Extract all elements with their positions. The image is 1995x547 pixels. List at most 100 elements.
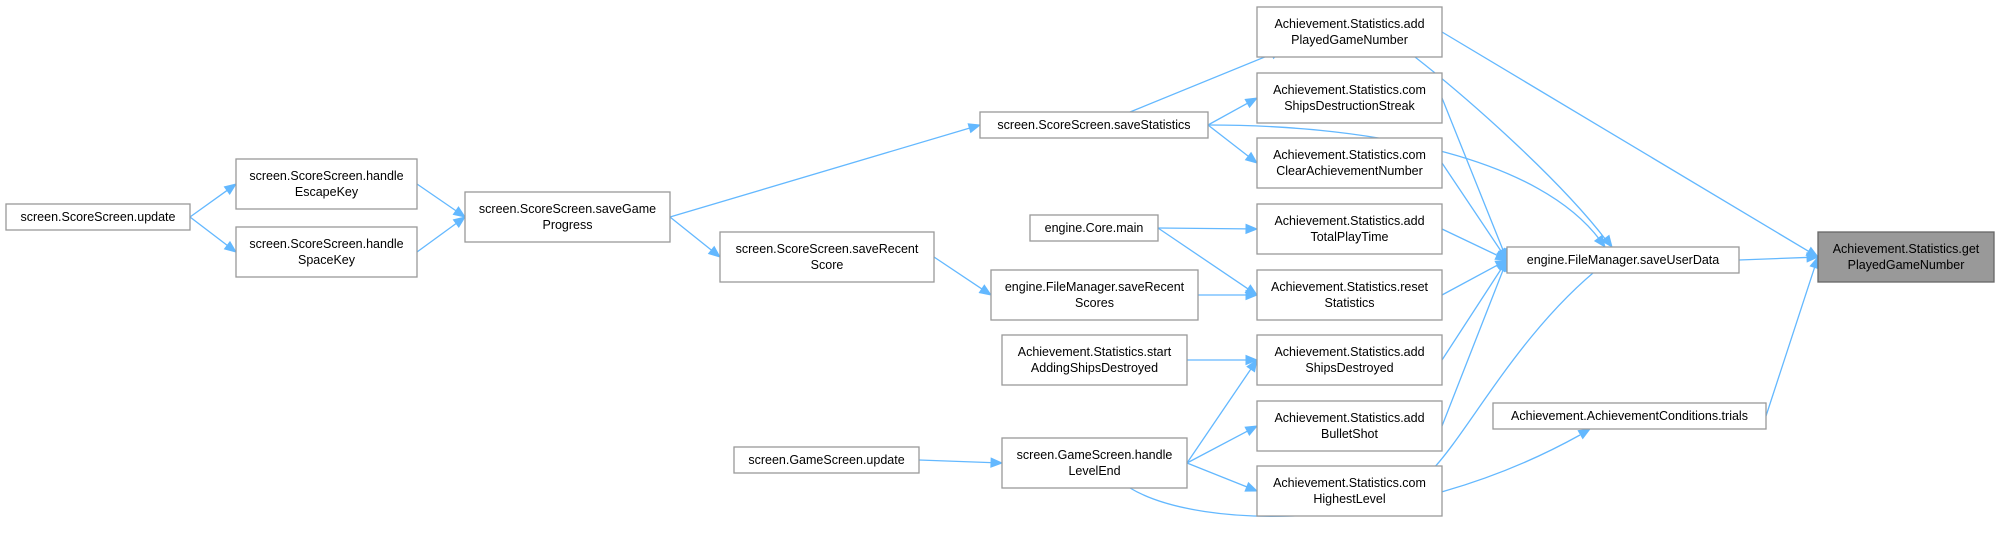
node-label-line: engine.Core.main [1045,221,1144,235]
node-label-line: engine.FileManager.saveUserData [1527,253,1720,267]
node-comShipsDestructionStreak[interactable]: Achievement.Statistics.comShipsDestructi… [1256,72,1443,124]
edge-arrowhead [707,245,722,258]
call-edge [933,256,993,296]
edge-arrowhead [1244,481,1259,492]
node-label-line: screen.GameScreen.update [748,453,904,467]
edge-line [416,222,457,253]
node-label-line: Scores [1075,296,1114,310]
node-gameScreenUpdate[interactable]: screen.GameScreen.update [733,446,920,474]
node-label-line: PlayedGameNumber [1848,258,1965,272]
node-startAddingShipsDestroyed[interactable]: Achievement.Statistics.startAddingShipsD… [1001,334,1188,386]
node-coreMain[interactable]: engine.Core.main [1029,214,1159,242]
node-label-line: Achievement.Statistics.add [1274,17,1424,31]
edge-line [1431,263,1605,471]
call-edge [1441,97,1508,262]
node-label-line: screen.ScoreScreen.update [21,210,176,224]
node-label-line: screen.ScoreScreen.saveStatistics [997,118,1190,132]
edge-arrowhead [1245,354,1259,366]
edge-line [416,183,457,212]
call-edge [1441,258,1508,427]
node-box [990,269,1199,321]
node-label-line: HighestLevel [1313,492,1385,506]
node-label-line: SpaceKey [298,253,356,267]
function-nodes: Achievement.Statistics.getPlayedGameNumb… [5,6,1995,517]
edge-line [1441,228,1498,256]
edge-line [669,216,712,251]
call-edge [1207,124,1606,249]
node-label-line: Achievement.Statistics.add [1274,345,1424,359]
edge-arrowhead [1244,425,1259,437]
node-box [235,158,418,210]
edge-line [1157,227,1247,230]
edge-line [1441,270,1504,427]
call-edge [1186,358,1258,464]
node-label-line: AddingShipsDestroyed [1031,361,1158,375]
node-label-line: Progress [542,218,592,232]
edge-line [1441,264,1498,296]
node-box [1256,269,1443,321]
node-label-line: Score [811,258,844,272]
node-label-line: engine.FileManager.saveRecent [1005,280,1185,294]
edge-arrowhead [452,206,467,218]
node-box [5,203,191,231]
edge-line [1765,267,1816,417]
node-box [1001,437,1188,489]
call-edge [416,216,467,253]
node-label-line: screen.GameScreen.handle [1017,448,1173,462]
node-saveStatistics[interactable]: screen.ScoreScreen.saveStatistics [979,111,1209,139]
node-trials[interactable]: Achievement.AchievementConditions.trials [1492,402,1767,430]
node-box [1001,334,1188,386]
node-getPlayedGameNumber[interactable]: Achievement.Statistics.getPlayedGameNumb… [1817,231,1995,283]
call-edge [1441,228,1509,261]
node-label-line: ClearAchievementNumber [1276,164,1423,178]
node-label-line: EscapeKey [295,185,359,199]
node-box [979,111,1209,139]
edge-line [1441,162,1502,252]
node-label-line: ShipsDestructionStreak [1284,99,1415,113]
edge-line [1129,51,1278,113]
node-box [1256,203,1443,255]
node-scoreScreenUpdate[interactable]: screen.ScoreScreen.update [5,203,191,231]
call-edge [1765,255,1820,417]
call-edge [669,216,722,258]
call-edge [1198,289,1259,301]
edge-arrowhead [990,457,1004,468]
edge-arrowhead [967,123,982,134]
node-box [1029,214,1159,242]
node-label-line: LevelEnd [1068,464,1120,478]
node-label-line: Achievement.AchievementConditions.trials [1511,409,1748,423]
edge-arrowhead [1244,97,1259,109]
call-edge [1186,462,1259,492]
edge-line [189,216,228,246]
node-addPlayedGameNumber[interactable]: Achievement.Statistics.addPlayedGameNumb… [1256,6,1443,58]
call-edge [1441,31,1820,258]
node-label-line: Achievement.Statistics.get [1833,242,1980,256]
edge-line [918,459,992,464]
call-edge [1738,252,1820,263]
call-edge [1441,258,1508,361]
node-label-line: screen.ScoreScreen.handle [249,237,403,251]
node-box [1256,400,1443,452]
node-label-line: screen.ScoreScreen.saveGame [479,202,656,216]
edge-line [1157,227,1249,290]
node-box [1256,137,1443,189]
edge-line [189,189,228,218]
node-saveUserData[interactable]: engine.FileManager.saveUserData [1506,246,1740,274]
call-edge [1207,97,1259,126]
edge-arrowhead [1246,358,1258,373]
node-comClearAchievementNumber[interactable]: Achievement.Statistics.comClearAchieveme… [1256,137,1443,189]
node-box [1256,6,1443,58]
edge-arrowhead [452,216,467,229]
node-label-line: Achievement.Statistics.add [1274,214,1424,228]
